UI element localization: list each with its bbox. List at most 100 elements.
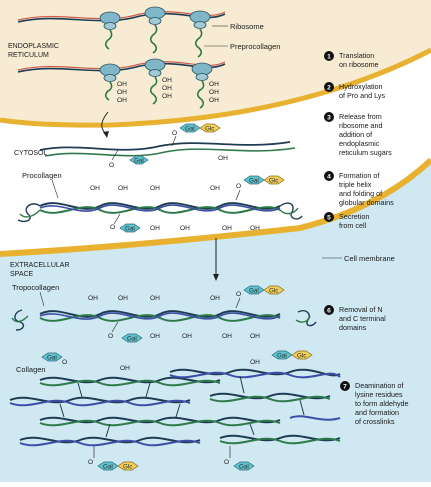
- cell-membrane: [0, 157, 431, 257]
- step-3-line-2: ribosome and: [339, 121, 383, 130]
- glc-pro-2-label: Glc: [269, 178, 278, 185]
- glc-cytosol-2: Glc: [199, 123, 221, 133]
- fibril-row-1: [39, 368, 341, 387]
- nascent-chain-1: [104, 29, 113, 50]
- ribosome-3: [189, 10, 211, 29]
- oh-er-5: OH: [162, 85, 172, 92]
- oh-tropo-6: OH: [182, 333, 192, 340]
- o-link-tropo-1: [111, 321, 119, 333]
- oh-pro-6: OH: [180, 225, 190, 232]
- ribosome-5: [144, 58, 166, 77]
- c-terminal-globular-domain: [279, 202, 303, 220]
- oh-pro-2: OH: [118, 185, 128, 192]
- step-1-number: 1: [327, 53, 331, 60]
- oh-pro-5: OH: [150, 225, 160, 232]
- cleaved-c-terminal-fragment: [295, 310, 317, 327]
- step-2-line-2: of Pro and Lys: [339, 91, 385, 100]
- step-2-number: 2: [327, 84, 331, 91]
- oh-tropo-5: OH: [150, 333, 160, 340]
- step-7-line-2: lysine residues: [355, 390, 403, 399]
- hydroxylated-chain-3: [196, 80, 205, 109]
- tropocollagen-leader: [39, 291, 45, 307]
- step-3-number: 3: [327, 114, 331, 121]
- oh-pro-8: OH: [250, 225, 260, 232]
- o-cytosol-2: O: [172, 130, 177, 137]
- hydroxylated-chain-2: [149, 76, 158, 105]
- ribosome-6: [191, 62, 213, 81]
- step-1: 1 Translation on ribosome: [324, 51, 379, 69]
- step-7-number: 7: [343, 383, 347, 390]
- arrow-release-head: [103, 131, 109, 138]
- o-tropo-1: O: [108, 333, 113, 340]
- step-4: 4 Formation of triple helix and folding …: [324, 171, 394, 207]
- oh-er-8: OH: [209, 89, 219, 96]
- step-3-line-5: reticulum sugars: [339, 148, 392, 157]
- n-terminal-globular-domain: [17, 203, 41, 223]
- step-4-line-2: triple helix: [339, 180, 372, 189]
- glc-tropo-2-label: Glc: [269, 288, 278, 295]
- step-4-line-3: and folding of: [339, 189, 382, 198]
- glc-collagen-2-label: Glc: [297, 353, 306, 360]
- step-7-line-5: of crosslinks: [355, 417, 395, 426]
- procollagen-leader: [51, 179, 59, 199]
- step-2-line-1: Hydroxylation: [339, 82, 383, 91]
- step-7: 7 Deamination of lysine residues to form…: [340, 381, 409, 426]
- oh-tropo-8: OH: [250, 333, 260, 340]
- oh-er-1: OH: [117, 81, 127, 88]
- o-tropo-2: O: [236, 291, 241, 298]
- glc-tropo-2: Glc: [263, 285, 285, 295]
- o-collagen-4: O: [224, 459, 229, 466]
- step-3-line-4: endoplasmic: [339, 139, 380, 148]
- step-4-line-4: globular domains: [339, 198, 394, 207]
- tropocollagen-triple-helix: [39, 310, 281, 322]
- step-7-line-1: Deamination of: [355, 381, 403, 390]
- crosslinks: [59, 375, 305, 438]
- procollagen-triple-helix: [39, 202, 281, 214]
- oh-pro-4: OH: [210, 185, 220, 192]
- gal-cytosol-2-label: Gal: [185, 126, 195, 133]
- gal-cytosol-1: Gal: [129, 155, 149, 165]
- gal-tropo-1-label: Gal: [127, 336, 137, 343]
- er-label-line-1: ENDOPLASMIC: [8, 43, 59, 50]
- extracellular-label-line-1: EXTRACELLULAR: [10, 262, 70, 269]
- hydroxylated-chain-1: [104, 81, 113, 101]
- cytosol-label: CYTOSOL: [14, 150, 47, 157]
- fibril-row-3: [39, 415, 341, 427]
- glc-pro-2: Glc: [263, 175, 285, 185]
- gal-collagen-1: Gal: [41, 352, 63, 362]
- er-membrane: [0, 47, 431, 128]
- o-collagen-3: O: [88, 459, 93, 466]
- ribosome-2: [144, 6, 166, 25]
- collagen-label: Collagen: [16, 365, 46, 374]
- glc-cytosol-2-label: Glc: [205, 126, 214, 133]
- gal-cytosol-1-label: Gal: [134, 158, 144, 165]
- oh-collagen-1: OH: [120, 365, 130, 372]
- gal-tropo-2-label: Gal: [249, 288, 259, 295]
- hydroxyl-groups-er: OH OH OH OH OH OH OH OH OH: [117, 77, 219, 104]
- step-4-number: 4: [327, 173, 331, 180]
- fibril-row-4: [19, 434, 341, 447]
- o-link-pro-2: [235, 189, 241, 201]
- hydroxyl-groups-tropocollagen: OH OH OH OH OH OH OH OH: [88, 295, 260, 340]
- step-3-line-1: Release from: [339, 112, 382, 121]
- glc-collagen-3: Glc: [117, 461, 139, 471]
- step-3: 3 Release from ribosome and addition of …: [324, 112, 392, 157]
- step-5: 5 Secretion from cell: [324, 212, 369, 230]
- o-link-tropo-2: [235, 297, 241, 309]
- step-1-line-1: Translation: [339, 51, 374, 60]
- oh-collagen-2: OH: [250, 359, 260, 366]
- oh-pro-7: OH: [222, 225, 232, 232]
- fibril-row-2: [9, 392, 331, 407]
- step-5-line-1: Secretion: [339, 212, 369, 221]
- step-6-number: 6: [327, 307, 331, 314]
- nascent-chain-3: [194, 28, 203, 58]
- oh-er-9: OH: [209, 97, 219, 104]
- oh-tropo-7: OH: [222, 333, 232, 340]
- oh-tropo-3: OH: [150, 295, 160, 302]
- glc-collagen-2: Glc: [291, 350, 313, 360]
- oh-pro-3: OH: [150, 185, 160, 192]
- oh-er-7: OH: [209, 81, 219, 88]
- cleaved-n-terminal-fragment: [11, 309, 29, 331]
- hydroxyl-groups-procollagen: OH OH OH OH OH OH OH OH: [90, 185, 260, 232]
